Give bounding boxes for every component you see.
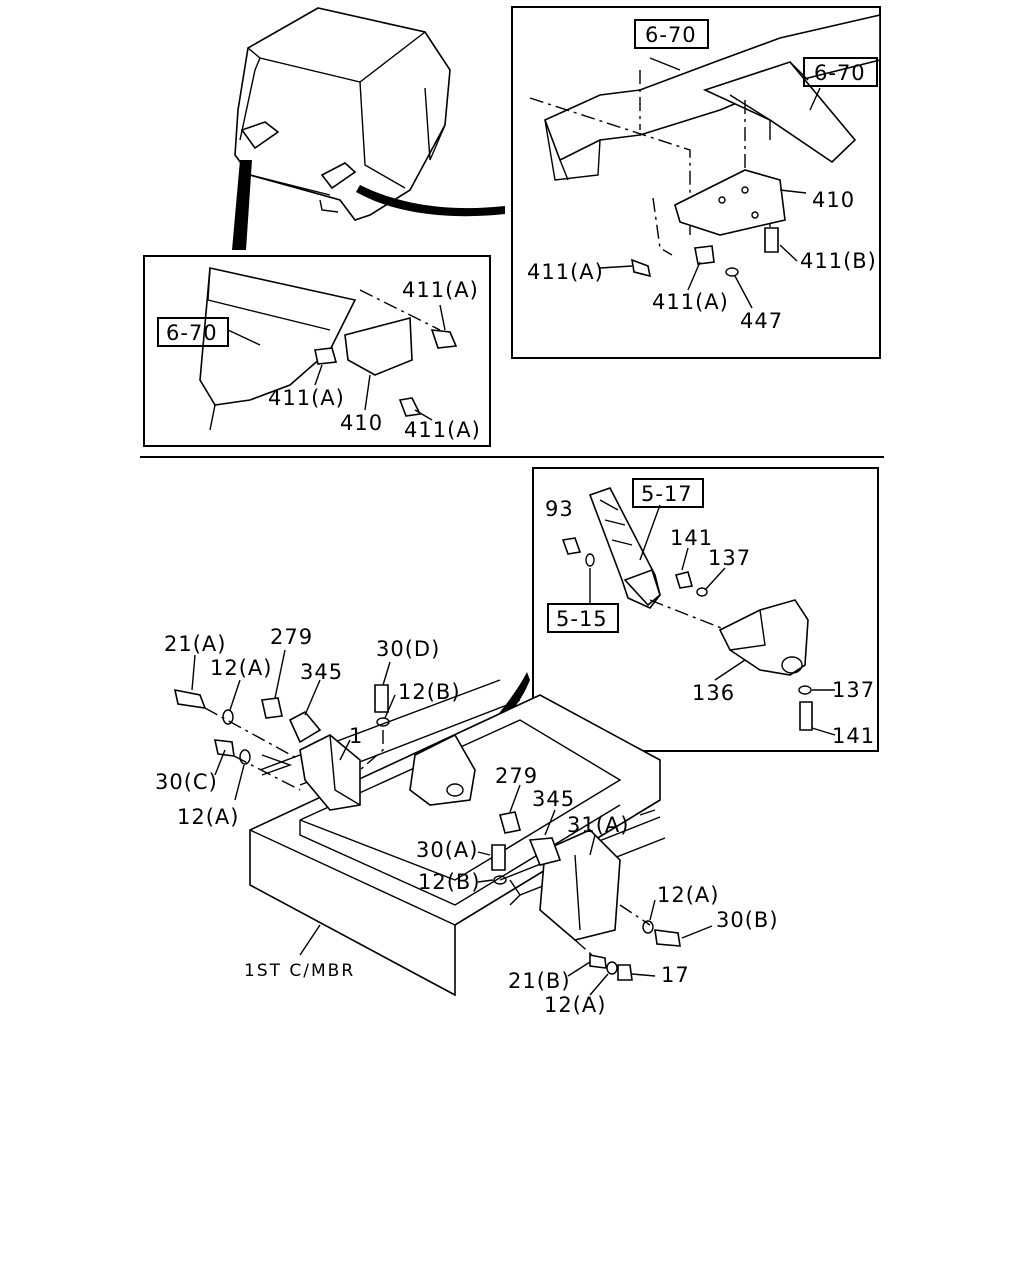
- ref-label-6-70-a: 6-70: [645, 23, 697, 47]
- callout-141-top: 141: [670, 526, 713, 550]
- callout-21b: 21(B): [508, 969, 571, 993]
- ref-box-6-70-b: [803, 57, 878, 87]
- callout-279-right: 279: [495, 764, 538, 788]
- callout-21a: 21(A): [164, 632, 226, 656]
- ref-box-6-70-c: [157, 317, 229, 347]
- callout-17: 17: [661, 963, 690, 987]
- callout-411b: 411(B): [800, 249, 877, 273]
- callout-31a: 31(A): [567, 813, 629, 837]
- member-label: 1ST C/MBR: [244, 961, 355, 981]
- ref-box-5-17: [632, 478, 704, 508]
- callout-410: 410: [812, 188, 855, 212]
- callout-411a-bottom-b: 411(A): [404, 418, 481, 442]
- callout-93: 93: [545, 497, 574, 521]
- main-assembly: 21(A) 279 12(A) 345 30(D) 12(B) 1 30(C) …: [155, 625, 779, 1017]
- callout-345-left: 345: [300, 660, 343, 684]
- panel-top-right: 6-70 6-70 410 411(A) 411(A) 411(B) 447: [511, 6, 881, 359]
- callout-30b: 30(B): [716, 908, 779, 932]
- callout-12a-bottom: 12(A): [544, 993, 606, 1017]
- callout-arrow-left: [232, 160, 252, 250]
- callout-411a-mid: 411(A): [268, 386, 345, 410]
- callout-1: 1: [349, 724, 363, 748]
- callout-30a: 30(A): [416, 838, 478, 862]
- ref-box-6-70-a: [634, 19, 709, 49]
- callout-141-bottom: 141: [832, 724, 875, 748]
- callout-12b-mid: 12(B): [418, 870, 481, 894]
- callout-arrow-right: [356, 185, 505, 217]
- ref-label-6-70-b: 6-70: [814, 61, 866, 85]
- callout-411a-left: 411(A): [527, 260, 604, 284]
- callout-12a-top: 12(A): [210, 656, 272, 680]
- panel-mid-right: 5-17 5-15 93 141 137 136 137 141: [532, 467, 879, 752]
- callout-410-b: 410: [340, 411, 383, 435]
- callout-12a-right: 12(A): [657, 883, 719, 907]
- panel-top-right-border: [511, 6, 881, 359]
- callout-136: 136: [692, 681, 735, 705]
- callout-411a-top: 411(A): [402, 278, 479, 302]
- ref-label-6-70-c: 6-70: [166, 321, 218, 345]
- ref-label-5-15: 5-15: [556, 607, 608, 631]
- callout-12b-top: 12(B): [398, 680, 461, 704]
- panel-mid-right-border: [532, 467, 879, 752]
- panel-top-left: 6-70 411(A) 411(A) 410 411(A): [143, 255, 491, 447]
- cab-illustration: [234, 7, 451, 221]
- callout-30c: 30(C): [155, 770, 218, 794]
- callout-447: 447: [740, 309, 783, 333]
- callout-137-bottom: 137: [832, 678, 875, 702]
- callout-279-left: 279: [270, 625, 313, 649]
- callout-411a-bottom: 411(A): [652, 290, 729, 314]
- callout-12a-left: 12(A): [177, 805, 239, 829]
- callout-345-right: 345: [532, 787, 575, 811]
- ref-label-5-17: 5-17: [641, 482, 693, 506]
- callout-137-top: 137: [708, 546, 751, 570]
- ref-box-5-15: [547, 603, 619, 633]
- callout-30d: 30(D): [376, 637, 440, 661]
- panel-top-left-border: [143, 255, 491, 447]
